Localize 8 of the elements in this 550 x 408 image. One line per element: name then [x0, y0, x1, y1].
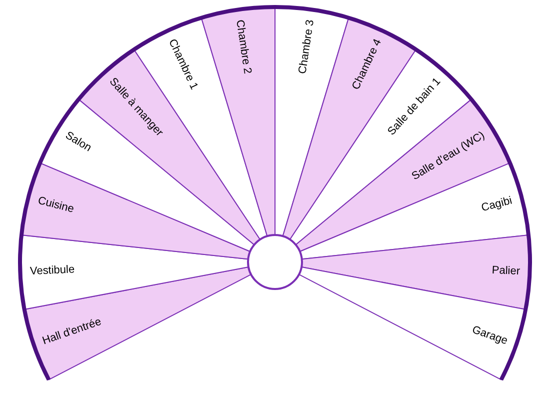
room-label: Palier: [491, 264, 520, 278]
room-label: Chambre 2: [232, 18, 254, 74]
room-label: Chambre 3: [296, 18, 318, 74]
room-label: Hall d'entrée: [41, 316, 104, 348]
room-label: Cuisine: [36, 194, 75, 216]
room-label: Cagibi: [480, 194, 514, 215]
room-label: Vestibule: [30, 264, 76, 278]
room-label: Garage: [470, 324, 509, 348]
